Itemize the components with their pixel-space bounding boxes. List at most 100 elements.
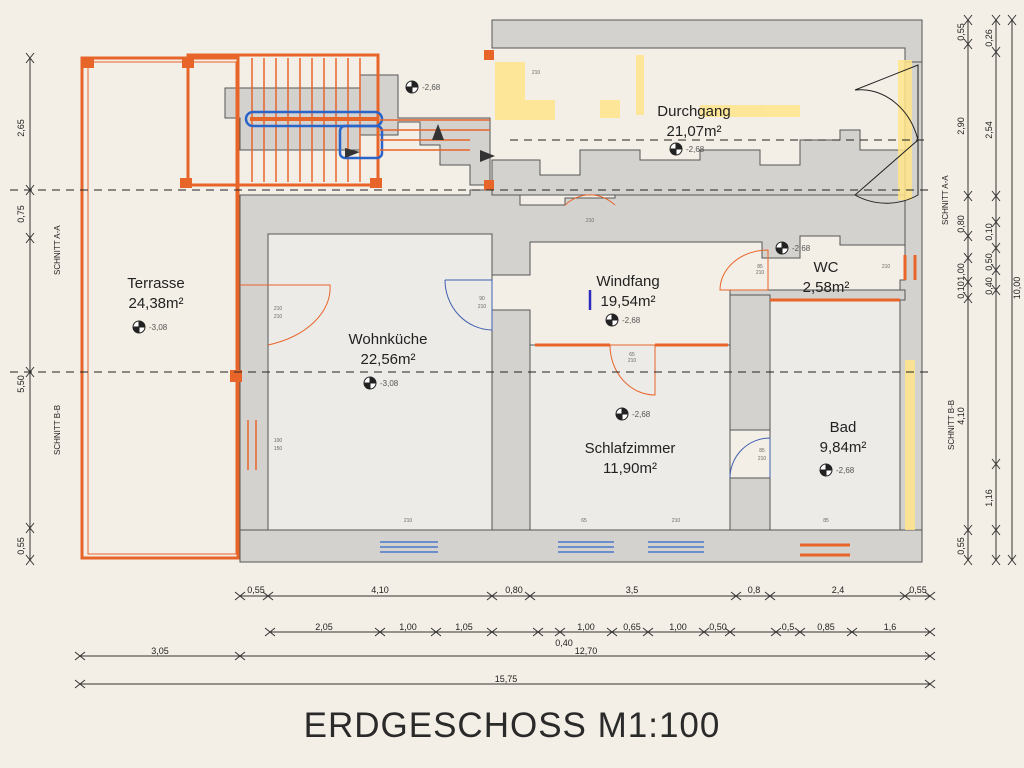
door-entrance — [854, 64, 919, 204]
room-area-wc: 2,58m² — [803, 279, 850, 296]
room-name-schlafzimmer: Schlafzimmer — [585, 440, 676, 457]
dims-right: 0,55 2,90 0,80 1,00 0,10 4,10 0,55 0,26 … — [956, 23, 1022, 555]
floor-wohnkueche — [267, 233, 493, 531]
room-area-wohnkueche: 22,56m² — [360, 351, 415, 368]
dim-label: 2,65 — [16, 119, 26, 137]
room-area-windfang: 19,54m² — [600, 293, 655, 310]
wall-label: 210 — [672, 518, 681, 524]
dimension-tick — [486, 627, 498, 637]
level-marker-wohnkueche: -3,08 — [363, 376, 399, 390]
room-name-durchgang: Durchgang — [657, 103, 730, 120]
section-a-left: SCHNITT A-A — [53, 225, 62, 275]
door-terrasse — [240, 284, 331, 346]
dim-label: 4,10 — [956, 407, 966, 425]
room-area-terrasse: 24,38m² — [128, 295, 183, 312]
dim-label: 5,50 — [16, 375, 26, 393]
wall-label: 85 — [823, 518, 829, 524]
dimension-tick — [846, 627, 858, 637]
dimension-tick — [524, 591, 536, 601]
wall-label: 210 — [274, 306, 283, 312]
floor-schlafzimmer — [529, 344, 731, 531]
dimension-tick — [963, 230, 973, 242]
level-marker-bad: -2,68 — [819, 463, 855, 477]
room-name-wohnkueche: Wohnküche — [349, 331, 428, 348]
dimension-tick — [899, 591, 911, 601]
room-area-schlafzimmer: 11,90m² — [603, 460, 657, 477]
level-windfang: -2,68 — [622, 316, 641, 325]
wall-label: 85 — [757, 264, 763, 270]
dimension-tick — [264, 627, 276, 637]
level-terrasse: -3,08 — [149, 323, 168, 332]
dimension-tick — [963, 524, 973, 536]
wall-label: 85 — [759, 448, 765, 454]
wall-label: 150 — [274, 446, 283, 452]
wall-label: 90 — [479, 296, 485, 302]
dim-label: 12,70 — [575, 646, 598, 656]
level-marker-windfang: -2,68 — [605, 313, 641, 327]
dimension-tick — [991, 242, 1001, 254]
wall-label: 210 — [628, 358, 637, 364]
dimension-tick — [991, 190, 1001, 202]
dims-row-1: 0,55 4,10 0,80 3,5 0,8 2,4 0,55 — [247, 585, 927, 595]
dimension-tick — [924, 627, 936, 637]
dim-label: 2,4 — [832, 585, 845, 595]
dimension-tick — [924, 651, 936, 661]
room-floors — [267, 233, 901, 531]
dim-label: 1,00 — [577, 622, 595, 632]
wall-mid — [491, 309, 531, 531]
dimension-tick — [25, 184, 35, 196]
doors — [240, 64, 919, 479]
dims-row-2: 2,05 1,00 1,05 1,00 0,65 1,00 0,50 0,5 0… — [315, 622, 896, 648]
dimension-tick — [25, 366, 35, 378]
wall-label: 210 — [404, 518, 413, 524]
dimension-tick — [25, 232, 35, 244]
dim-label: 0,75 — [16, 205, 26, 223]
wall-label: 210 — [532, 70, 541, 76]
dimension-tick — [730, 591, 742, 601]
dimension-tick — [794, 627, 806, 637]
dimension-tick — [963, 276, 973, 288]
yellow-walls — [495, 55, 915, 530]
door-windfang-bottom — [609, 344, 656, 396]
room-name-bad: Bad — [830, 419, 857, 436]
dimension-lines — [29, 20, 1013, 685]
dimension-tick — [262, 591, 274, 601]
door-wc — [719, 249, 769, 291]
wall-label: 65 — [581, 518, 587, 524]
dim-label: 4,10 — [371, 585, 389, 595]
dim-label: 1,16 — [984, 489, 994, 507]
dimension-tick — [991, 14, 1001, 26]
dimension-tick — [991, 458, 1001, 470]
dimension-tick — [924, 591, 936, 601]
dim-label: 0,65 — [623, 622, 641, 632]
dim-label: 15,75 — [495, 674, 518, 684]
dimension-tick — [991, 284, 1001, 296]
dim-label: 0,40 — [984, 277, 994, 295]
room-labels: Durchgang 21,07m² Terrasse 24,38m² Wohnk… — [127, 103, 866, 477]
level-wohnkueche: -3,08 — [380, 379, 399, 388]
level-marker-stair: -2,68 — [405, 80, 441, 94]
wall-label: 65 — [629, 352, 635, 358]
windows — [247, 290, 704, 553]
dimension-tick — [74, 651, 86, 661]
wall-stair — [224, 74, 491, 186]
wall-label: 210 — [274, 314, 283, 320]
dim-label: 2,05 — [315, 622, 333, 632]
dimension-tick — [554, 627, 566, 637]
room-name-windfang: Windfang — [596, 273, 659, 290]
dimension-tick — [963, 190, 973, 202]
dimension-tick — [1007, 14, 1017, 26]
dim-label: 2,54 — [984, 121, 994, 139]
level-durchgang: -2,68 — [686, 145, 705, 154]
wall-labels: 210 210 100 150 90 210 65 210 85 210 210… — [274, 70, 891, 524]
dim-label: 0,55 — [956, 537, 966, 555]
level-marker-wc: -2,68 — [775, 241, 811, 255]
level-wc: -2,68 — [792, 244, 811, 253]
room-name-terrasse: Terrasse — [127, 275, 185, 292]
dim-label: 0,55 — [956, 23, 966, 41]
dim-label: 0,8 — [748, 585, 761, 595]
dim-label: 1,00 — [956, 263, 966, 281]
dimension-tick — [963, 14, 973, 26]
dimension-tick — [764, 591, 776, 601]
